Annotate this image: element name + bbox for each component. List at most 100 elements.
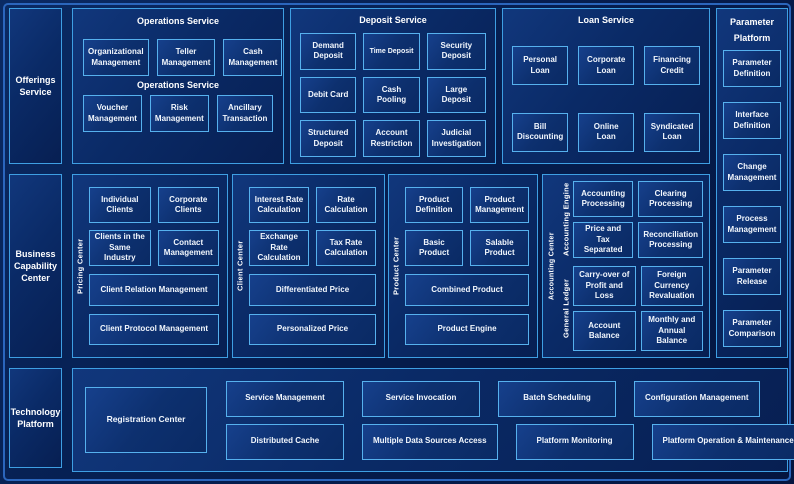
node-foreign-currency-revaluation: Foreign Currency Revaluation [640, 266, 703, 306]
operations-service-row2: Voucher Management Risk Management Ancil… [83, 95, 273, 132]
node-product-management: Product Management [470, 187, 529, 223]
panel-operations-service: Operations Service Organizational Manage… [72, 8, 284, 164]
accounting-engine-label: Accounting Engine [561, 182, 571, 257]
node-registration-center: Registration Center [85, 387, 207, 453]
node-ancillary-transaction: Ancillary Transaction [216, 95, 273, 132]
node-rate-calculation: Rate Calculation [316, 187, 376, 223]
parameter-platform-title-line1: Parameter [729, 17, 775, 27]
node-platform-monitoring: Platform Monitoring [515, 423, 634, 460]
node-voucher-management: Voucher Management [83, 95, 142, 132]
node-price-tax-separated: Price and Tax Separated [573, 222, 634, 258]
panel-deposit-service: Deposit Service Demand Deposit Time Depo… [290, 8, 496, 164]
node-configuration-management: Configuration Management [634, 380, 760, 417]
node-accounting-processing: Accounting Processing [573, 181, 634, 217]
node-differentiated-price: Differentiated Price [249, 274, 376, 306]
node-syndicated-loan: Syndicated Loan [644, 112, 700, 152]
node-bill-discounting: Bill Discounting [512, 112, 569, 152]
node-combined-product: Combined Product [405, 274, 529, 306]
general-ledger-group: General Ledger Carry-over of Profit and … [559, 266, 703, 351]
node-structured-deposit: Structured Deposit [300, 120, 357, 157]
rail-technology-platform: Technology Platform [9, 368, 62, 468]
node-parameter-comparison: Parameter Comparison [723, 310, 781, 348]
product-center-grid: Product Definition Product Management Ba… [405, 187, 529, 266]
node-service-invocation: Service Invocation [362, 380, 480, 417]
node-time-deposit: Time Deposit [363, 33, 420, 70]
panel-loan-service: Loan Service Personal Loan Corporate Loa… [502, 8, 710, 164]
client-center-content: Interest Rate Calculation Rate Calculati… [247, 175, 384, 357]
technology-platform-rows: Service Management Service Invocation Ba… [226, 380, 794, 460]
node-clearing-processing: Clearing Processing [638, 181, 703, 217]
node-product-engine: Product Engine [405, 313, 529, 345]
client-center-grid: Interest Rate Calculation Rate Calculati… [249, 187, 376, 266]
technology-platform-row1: Service Management Service Invocation Ba… [226, 380, 794, 417]
node-carry-over-profit-loss: Carry-over of Profit and Loss [573, 266, 636, 306]
accounting-center-label: Accounting Center [548, 232, 556, 300]
node-online-loan: Online Loan [578, 112, 635, 152]
node-parameter-release: Parameter Release [723, 258, 781, 296]
node-cash-management: Cash Management [223, 39, 283, 76]
accounting-center-groups: Accounting Engine Accounting Processing … [559, 181, 703, 351]
node-judicial-investigation: Judicial Investigation [426, 120, 486, 157]
general-ledger-label: General Ledger [561, 278, 571, 339]
node-security-deposit: Security Deposit [426, 33, 486, 70]
product-center-label: Product Center [391, 236, 401, 296]
node-process-management: Process Management [723, 206, 781, 244]
node-demand-deposit: Demand Deposit [300, 33, 357, 70]
parameter-platform-title: Parameter Platform [723, 14, 781, 46]
node-distributed-cache: Distributed Cache [226, 423, 344, 460]
deposit-service-grid: Demand Deposit Time Deposit Security Dep… [300, 33, 486, 157]
operations-service-subtitle: Operations Service [136, 80, 220, 90]
node-debit-card: Debit Card [300, 76, 357, 114]
client-center-label: Client Center [235, 240, 245, 292]
node-client-protocol-management: Client Protocol Management [89, 313, 219, 345]
pricing-center-content: Individual Clients Corporate Clients Cli… [87, 175, 227, 357]
product-center-content: Product Definition Product Management Ba… [403, 175, 537, 357]
node-basic-product: Basic Product [405, 230, 464, 266]
node-batch-scheduling: Batch Scheduling [498, 380, 616, 417]
panel-parameter-platform: Parameter Platform Parameter Definition … [716, 8, 788, 358]
rail-business-capability-center: Business Capability Center [9, 174, 62, 358]
node-reconciliation-processing: Reconciliation Processing [638, 222, 703, 258]
node-multiple-data-sources-access: Multiple Data Sources Access [362, 423, 498, 460]
node-large-deposit: Large Deposit [426, 76, 486, 114]
node-client-relation-management: Client Relation Management [89, 274, 219, 306]
operations-service-row1: Organizational Management Teller Managem… [83, 39, 283, 76]
node-individual-clients: Individual Clients [89, 187, 151, 223]
node-risk-management: Risk Management [149, 95, 209, 132]
panel-technology-platform: Registration Center Service Management S… [72, 368, 794, 472]
technology-platform-row2: Distributed Cache Multiple Data Sources … [226, 423, 794, 460]
node-product-definition: Product Definition [405, 187, 464, 223]
panel-accounting-center: Accounting Center Accounting Engine Acco… [542, 174, 710, 358]
node-account-balance: Account Balance [573, 311, 636, 351]
node-service-management: Service Management [226, 380, 344, 417]
node-parameter-definition: Parameter Definition [723, 50, 781, 88]
node-account-restriction: Account Restriction [363, 120, 420, 157]
pricing-center-grid: Individual Clients Corporate Clients Cli… [89, 187, 219, 266]
panel-product-center: Product Center Product Definition Produc… [388, 174, 538, 358]
node-corporate-clients: Corporate Clients [157, 187, 219, 223]
panel-client-center: Client Center Interest Rate Calculation … [232, 174, 385, 358]
panel-pricing-center: Pricing Center Individual Clients Corpor… [72, 174, 228, 358]
node-corporate-loan: Corporate Loan [578, 46, 635, 86]
node-interest-rate-calculation: Interest Rate Calculation [249, 187, 309, 223]
deposit-service-title: Deposit Service [359, 15, 427, 25]
node-platform-operation-maintenance: Platform Operation & Maintenance [651, 423, 794, 460]
node-monthly-annual-balance: Monthly and Annual Balance [640, 311, 703, 351]
node-interface-definition: Interface Definition [723, 102, 781, 140]
loan-service-title: Loan Service [577, 15, 635, 25]
node-change-management: Change Management [723, 154, 781, 192]
node-salable-product: Salable Product [470, 230, 529, 266]
pricing-center-label: Pricing Center [75, 238, 85, 294]
node-cash-pooling: Cash Pooling [363, 76, 420, 114]
parameter-platform-stack: Parameter Definition Interface Definitio… [723, 50, 781, 348]
parameter-platform-title-line2: Platform [733, 33, 771, 44]
general-ledger-grid: Carry-over of Profit and Loss Foreign Cu… [573, 266, 703, 351]
node-personal-loan: Personal Loan [512, 46, 569, 86]
accounting-engine-group: Accounting Engine Accounting Processing … [559, 181, 703, 258]
accounting-engine-grid: Accounting Processing Clearing Processin… [573, 181, 703, 258]
operations-service-title: Operations Service [136, 16, 220, 26]
node-exchange-rate-calculation: Exchange Rate Calculation [249, 230, 309, 266]
node-clients-same-industry: Clients in the Same Industry [89, 230, 151, 266]
node-contact-management: Contact Management [157, 230, 219, 266]
